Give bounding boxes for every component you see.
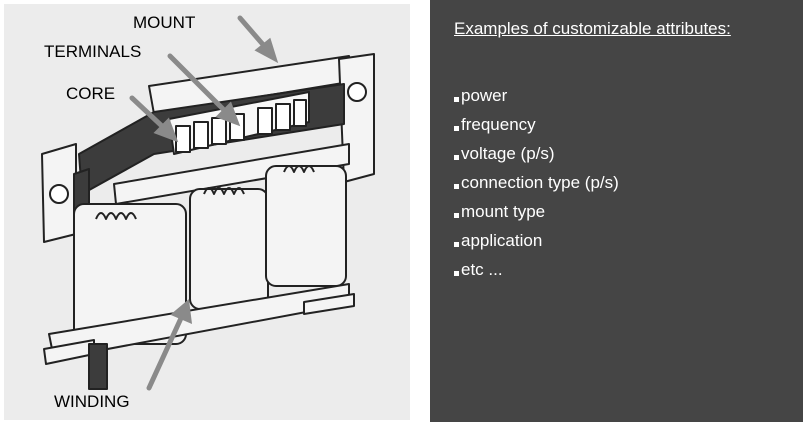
terminals-arrow (167, 53, 229, 115)
transformer-diagram (41, 15, 375, 391)
bullet-icon (454, 125, 459, 131)
list-item-label: power (461, 86, 508, 105)
mount-rail-front (113, 143, 350, 205)
list-item: connection type (p/s) (454, 173, 619, 193)
panel-heading: Examples of customizable attributes: (454, 19, 731, 38)
terminals-label: TERMINALS (44, 42, 142, 61)
winding-right (265, 165, 347, 287)
winding-middle (189, 188, 269, 310)
winding-label: WINDING (54, 392, 130, 411)
mount-arrow (237, 15, 269, 51)
list-item-label: etc ... (461, 260, 503, 279)
list-item-label: application (461, 231, 543, 250)
list-item: frequency (454, 115, 619, 135)
list-item-label: connection type (p/s) (461, 173, 619, 192)
bullet-icon (454, 154, 459, 160)
bullet-icon (454, 270, 459, 276)
list-item: etc ... (454, 260, 619, 280)
winding-arrow (146, 313, 185, 391)
list-item: mount type (454, 202, 619, 222)
list-item-label: voltage (p/s) (461, 144, 555, 163)
attribute-list: power frequency voltage (p/s) connection… (454, 86, 619, 289)
attributes-panel: Examples of customizable attributes: pow… (430, 0, 803, 422)
mount-label: MOUNT (133, 13, 196, 32)
list-item: application (454, 231, 619, 251)
list-item: power (454, 86, 619, 106)
bullet-icon (454, 241, 459, 247)
list-item-label: frequency (461, 115, 536, 134)
bullet-icon (454, 183, 459, 189)
bullet-icon (454, 212, 459, 218)
list-item: voltage (p/s) (454, 144, 619, 164)
list-item-label: mount type (461, 202, 546, 221)
core-label: CORE (66, 84, 116, 103)
diagram-panel: MOUNT TERMINALS CORE WINDING (4, 4, 410, 420)
core-arrow (129, 95, 167, 131)
bullet-icon (454, 96, 459, 102)
